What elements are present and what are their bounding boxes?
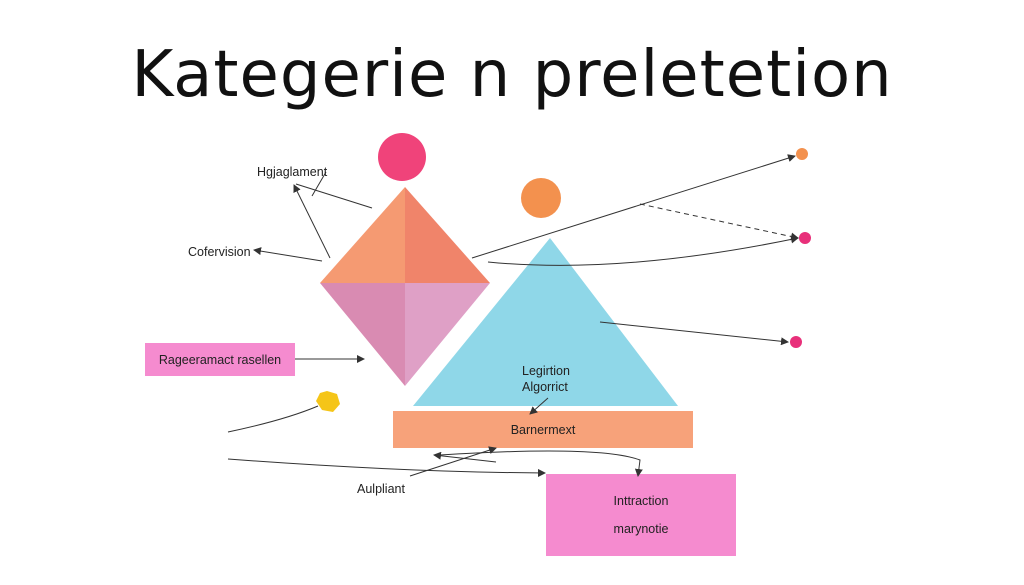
pink-circle <box>378 133 426 181</box>
rageeramact-box: Rageeramact rasellen <box>145 343 295 376</box>
label-cofervision: Cofervision <box>188 245 251 259</box>
small-pink-dot-low <box>790 336 802 348</box>
arrow-alg-to-banner <box>529 397 549 415</box>
cyan-triangle <box>413 238 678 406</box>
bottom-pink-box <box>546 474 736 556</box>
diamond-bottom-left <box>320 283 405 386</box>
interaction-box: Inttraction marynotie <box>546 474 736 556</box>
label-legirtion: Legirtion <box>522 364 570 378</box>
curve-from-hexagon <box>227 405 319 433</box>
page-title: Kategerie n preletetion <box>131 38 893 112</box>
diamond-top-right <box>405 187 490 283</box>
arrow-hgj-3 <box>311 171 327 197</box>
diamond-top-left <box>320 187 405 283</box>
label-hgjaglament: Hgjaglament <box>257 165 328 179</box>
dashed-to-pink-dot <box>639 203 799 241</box>
yellow-hexagon <box>316 391 340 412</box>
interaction-label-1: Inttraction <box>613 494 669 508</box>
orange-circle <box>521 178 561 218</box>
small-orange-dot <box>796 148 808 160</box>
curve-bottom-long <box>227 458 546 477</box>
rageeramact-label: Rageeramact rasellen <box>158 352 282 367</box>
banner-bar <box>393 411 693 448</box>
arrow-hgj-1 <box>293 184 331 259</box>
label-algorrict: Algorrict <box>522 380 568 394</box>
small-pink-dot-mid <box>799 232 811 244</box>
banner-label: Barnermext <box>510 422 576 437</box>
arrow-cofervision <box>253 247 323 262</box>
label-aulpliant: Aulpliant <box>357 482 405 496</box>
curve-to-pink-dot <box>487 235 799 266</box>
arrow-to-orange-dot <box>471 154 796 259</box>
arrow-hgj-2 <box>295 183 373 209</box>
curve-into-bottom-box <box>439 450 643 477</box>
arrow-to-pink-dot-low <box>599 321 789 346</box>
left-pink-box <box>145 343 295 376</box>
diamond-bottom-right <box>405 283 490 386</box>
interaction-label-2: marynotie <box>613 522 669 536</box>
banner-box: Barnermext <box>393 411 693 448</box>
arrow-aulpliant-left <box>433 451 497 463</box>
